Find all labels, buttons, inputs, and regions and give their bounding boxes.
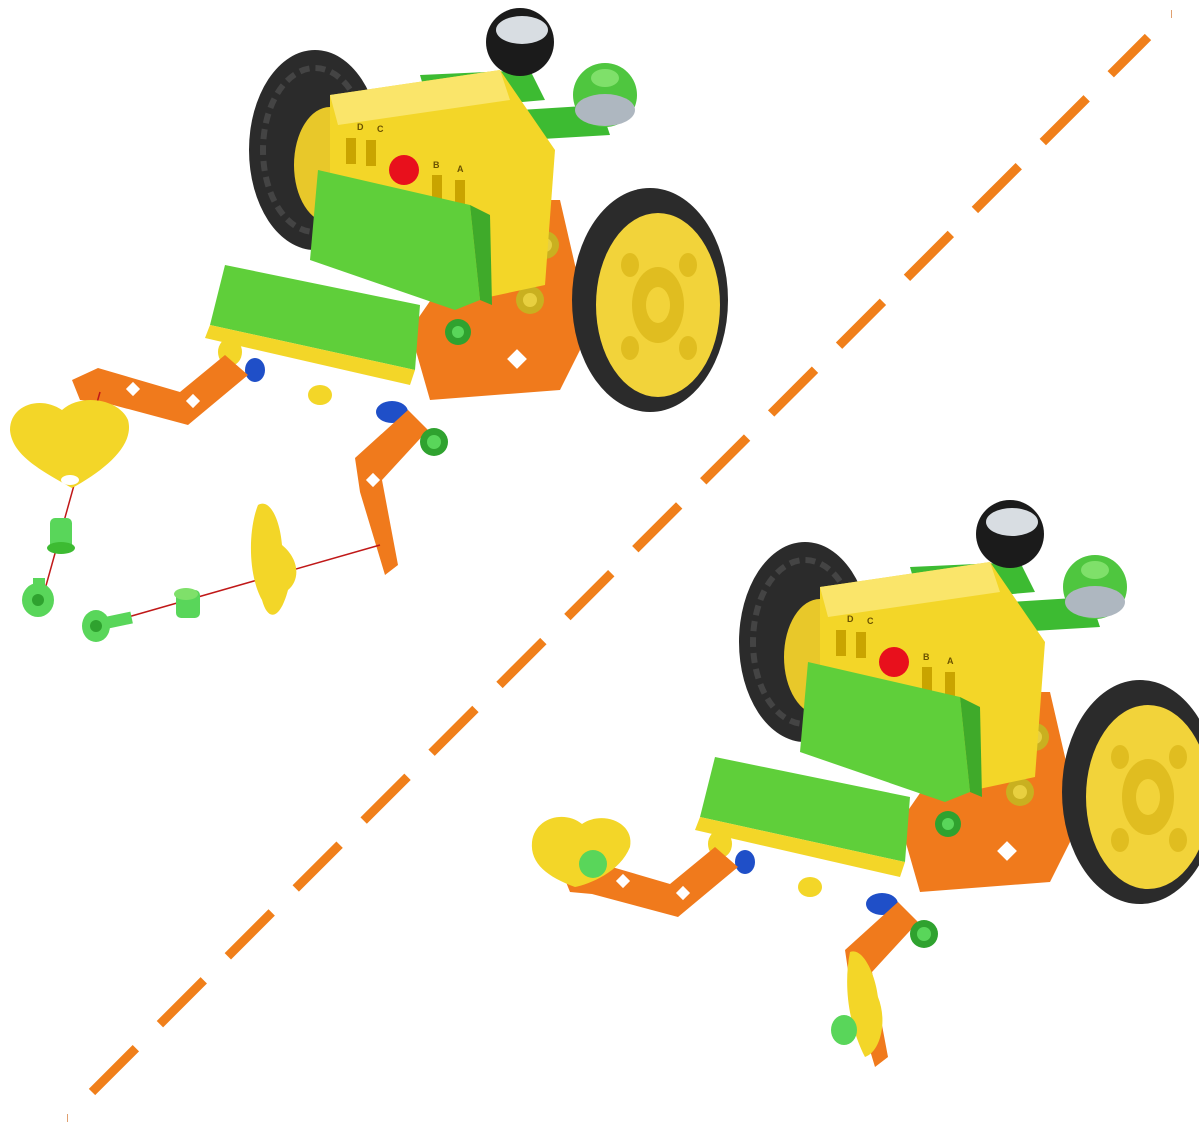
robot-legs-assembled: [562, 847, 938, 1067]
robot-body-exploded: [205, 8, 728, 423]
port-label-d: D: [357, 122, 364, 132]
robot-exploded-view: D C B A: [10, 8, 728, 642]
port-label-c-assembled: C: [867, 616, 874, 626]
port-label-a: A: [457, 164, 464, 174]
right-foot-bolt: [831, 1015, 857, 1045]
left-foot-bolt: [579, 850, 607, 878]
port-label-c: C: [377, 124, 384, 134]
port-label-b-assembled: B: [923, 652, 930, 662]
bolt-nut-upper-left: [47, 518, 75, 554]
port-label-a-assembled: A: [947, 656, 954, 666]
right-foot-piece: [251, 504, 296, 615]
assembly-line-right: [100, 545, 380, 625]
robot-body-assembled: [695, 500, 1199, 915]
robot-assembled-view: D C B A: [532, 500, 1199, 1067]
left-foot-piece: [10, 400, 129, 488]
nut-lower-middle: [174, 588, 200, 618]
bolt-lower-middle: [82, 610, 133, 642]
foot-hole: [61, 475, 79, 485]
port-label-d-assembled: D: [847, 614, 854, 624]
port-label-b: B: [433, 160, 440, 170]
bolt-lower-left: [22, 578, 54, 617]
